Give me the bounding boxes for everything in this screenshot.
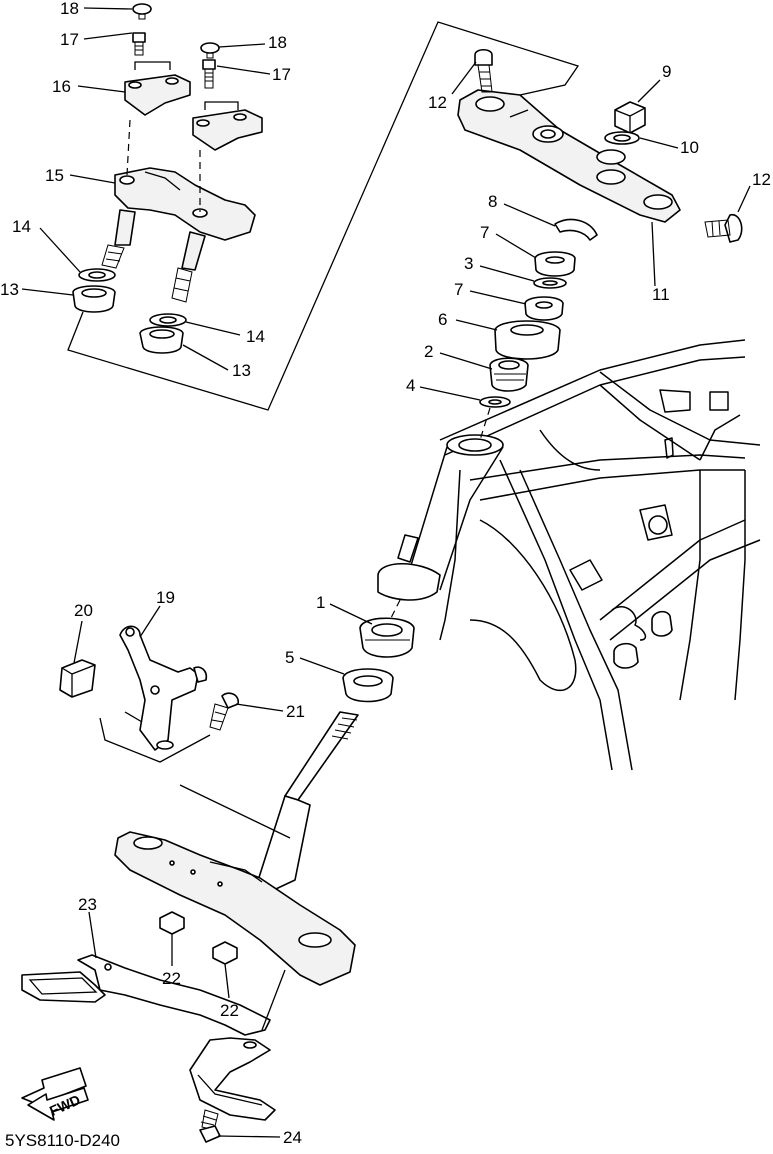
motorcycle-frame [439, 339, 761, 771]
assembly-outline [67, 21, 580, 411]
callout-13-left: 13 [0, 280, 19, 299]
pinch-bolts [474, 48, 743, 243]
callout-14-right: 14 [246, 327, 265, 346]
callout-16: 16 [52, 77, 71, 96]
callout-13-right: 13 [232, 361, 251, 380]
callout-7-upper: 7 [480, 223, 489, 242]
callout-5: 5 [285, 648, 294, 667]
under-bracket-stem [114, 711, 359, 986]
brake-hose-holder [21, 954, 286, 1121]
callout-23: 23 [78, 895, 97, 914]
lower-bearing [342, 599, 415, 703]
washers-and-dampers [72, 268, 187, 354]
diagram-code: 5YS8110-D240 [5, 1131, 120, 1149]
callout-11: 11 [652, 285, 670, 304]
callout-4: 4 [406, 376, 415, 395]
callout-24: 24 [283, 1128, 302, 1147]
callout-8: 8 [488, 192, 497, 211]
bearing-stack [479, 218, 598, 441]
callout-18-top: 18 [60, 0, 79, 18]
callout-1: 1 [316, 593, 325, 612]
callout-14-left: 14 [12, 217, 31, 236]
steering-stem-nut [604, 101, 646, 145]
callout-2: 2 [424, 342, 433, 361]
lower-handlebar-holder [101, 119, 256, 303]
callout-21: 21 [286, 702, 305, 721]
callout-12-left: 12 [428, 93, 447, 112]
hex-nuts [159, 911, 238, 965]
callout-17-right: 17 [272, 65, 291, 84]
callout-6: 6 [438, 310, 447, 329]
callout-22-left: 22 [162, 969, 181, 988]
steering-head-pipe [377, 434, 504, 601]
callout-3: 3 [464, 254, 473, 273]
callout-19: 19 [156, 588, 175, 607]
cable-guide-bracket [59, 625, 239, 763]
callout-9: 9 [662, 62, 671, 81]
callout-7-lower: 7 [454, 280, 463, 299]
upper-handlebar-holders [124, 3, 263, 151]
leader-lines [21, 7, 751, 1138]
fwd-arrow-badge: FWD [21, 1067, 89, 1121]
callout-17-top: 17 [60, 30, 79, 49]
upper-bracket [457, 89, 681, 223]
callout-15: 15 [45, 166, 64, 185]
callout-12-right: 12 [752, 170, 771, 189]
bolt-24 [199, 1109, 221, 1143]
callout-20: 20 [74, 601, 93, 620]
callout-22-right: 22 [220, 1001, 239, 1020]
callout-10: 10 [680, 138, 699, 157]
callout-18-right: 18 [268, 33, 287, 52]
